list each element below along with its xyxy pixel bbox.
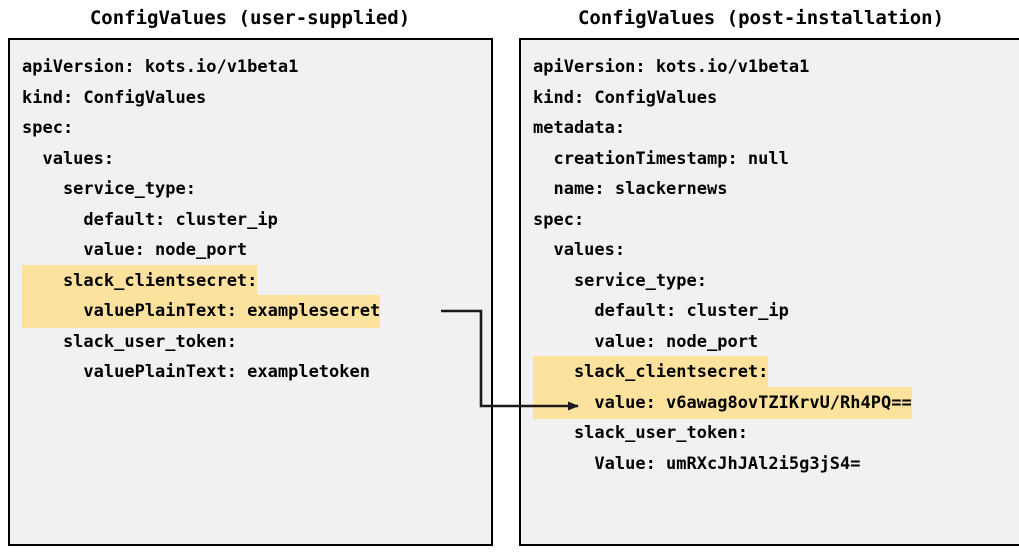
yaml-line: values: (10, 143, 491, 174)
yaml-line-text: values: (22, 148, 115, 169)
yaml-line: valuePlainText: exampletoken (10, 356, 491, 387)
yaml-line: kind: ConfigValues (521, 82, 1019, 113)
yaml-line-list: apiVersion: kots.io/v1beta1 kind: ConfigV… (521, 40, 1019, 478)
yaml-line: slack_user_token: (521, 417, 1019, 448)
yaml-line-text: valuePlainText: examplesecret (22, 295, 381, 328)
yaml-line: value: v6awag8ovTZIKrvU/Rh4PQ== (521, 386, 1019, 419)
yaml-line-text: spec: (22, 118, 74, 138)
yaml-line: value: node_port (521, 326, 1019, 357)
yaml-line: default: cluster_ip (10, 204, 491, 235)
yaml-line: value: node_port (10, 234, 491, 265)
yaml-line: apiVersion: kots.io/v1beta1 (521, 51, 1019, 82)
yaml-line-text: default: cluster_ip (533, 301, 789, 321)
yaml-line: slack_clientsecret: (521, 356, 1019, 389)
yaml-line: spec: (10, 112, 491, 143)
yaml-line-text: Value: umRXcJhJAl2i5g3jS4= (533, 453, 861, 474)
yaml-line-text: value: v6awag8ovTZIKrvU/Rh4PQ== (533, 386, 912, 419)
yaml-line-text: metadata: (533, 118, 626, 138)
yaml-line-text: service_type: (22, 179, 196, 199)
yaml-line-text: values: (533, 240, 626, 260)
yaml-line: values: (521, 234, 1019, 265)
yaml-line-text: slack_user_token: (533, 423, 748, 443)
yaml-line-text: value: node_port (22, 240, 248, 260)
yaml-line-text: apiVersion: kots.io/v1beta1 (533, 57, 810, 77)
yaml-panel-user-supplied: apiVersion: kots.io/v1beta1 kind: ConfigV… (8, 38, 493, 546)
yaml-line: apiVersion: kots.io/v1beta1 (10, 51, 491, 82)
yaml-line-text: kind: ConfigValues (22, 87, 207, 108)
yaml-line-text: value: node_port (533, 331, 759, 352)
yaml-line-text: creationTimestamp: null (533, 148, 789, 169)
yaml-line: slack_clientsecret: (10, 264, 491, 297)
yaml-line-text: spec: (533, 209, 585, 230)
yaml-line: service_type: (521, 265, 1019, 296)
yaml-line-text: default: cluster_ip (22, 209, 278, 230)
yaml-line: slack_user_token: (10, 326, 491, 357)
yaml-line: spec: (521, 204, 1019, 235)
yaml-line: metadata: (521, 112, 1019, 143)
yaml-line-text: service_type: (533, 270, 707, 291)
yaml-line: name: slackernews (521, 173, 1019, 204)
yaml-line-text: apiVersion: kots.io/v1beta1 (22, 57, 299, 77)
yaml-line: kind: ConfigValues (10, 82, 491, 113)
panel-title-post-installation: ConfigValues (post-installation) (577, 7, 945, 29)
yaml-line: Value: umRXcJhJAl2i5g3jS4= (521, 448, 1019, 479)
yaml-line: creationTimestamp: null (521, 143, 1019, 174)
yaml-panel-post-installation: apiVersion: kots.io/v1beta1 kind: ConfigV… (519, 38, 1019, 546)
yaml-line-list: apiVersion: kots.io/v1beta1 kind: ConfigV… (10, 40, 491, 387)
yaml-line: valuePlainText: examplesecret (10, 295, 491, 328)
yaml-line-text: slack_clientsecret: (22, 264, 258, 297)
yaml-line: default: cluster_ip (521, 295, 1019, 326)
yaml-line-text: name: slackernews (533, 179, 728, 199)
yaml-line-text: valuePlainText: exampletoken (22, 362, 370, 382)
yaml-line: service_type: (10, 173, 491, 204)
yaml-line-text: kind: ConfigValues (533, 87, 718, 108)
yaml-line-text: slack_clientsecret: (533, 356, 769, 389)
panel-title-user-supplied: ConfigValues (user-supplied) (89, 7, 411, 29)
yaml-line-text: slack_user_token: (22, 331, 237, 352)
